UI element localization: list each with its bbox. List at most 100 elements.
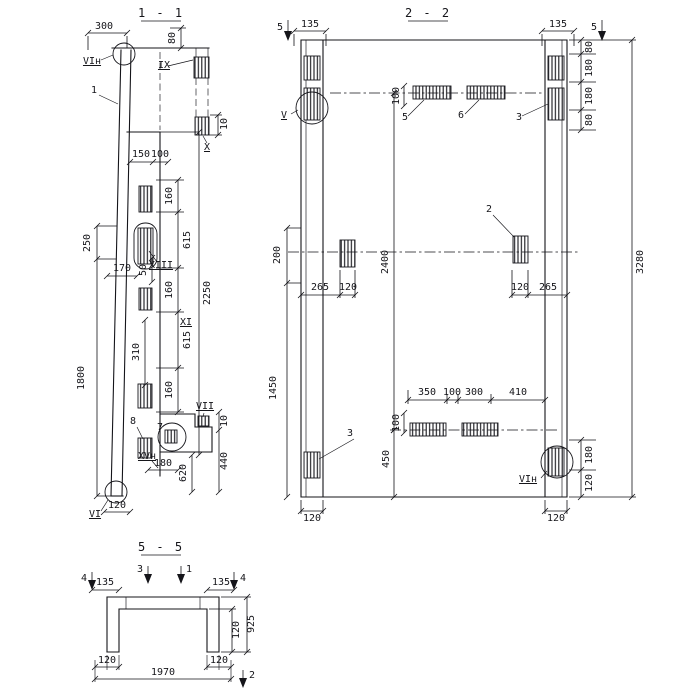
leader-lines [98, 54, 208, 512]
dim-label: 120 [210, 655, 228, 666]
dim-label: 350 [418, 387, 436, 398]
channel-inner-outline [118, 608, 208, 653]
section-mark-3: 3 [137, 564, 143, 575]
section-mark-2: 2 [249, 670, 255, 681]
rebar-hatch [138, 287, 153, 311]
dim-label: 1450 [268, 376, 279, 400]
dim-label: 440 [219, 452, 230, 470]
section-mark-4: 4 [240, 573, 246, 584]
part-mark-3: 3 [516, 112, 522, 123]
dim-label: 100 [391, 414, 402, 432]
dimension-lines [297, 500, 327, 515]
part-mark-3: 3 [347, 428, 353, 439]
dim-label: 160 [164, 281, 175, 299]
dim-label: 180 [584, 59, 595, 77]
detail-label-VIn: VIн [519, 474, 537, 485]
dimension-lines [126, 158, 172, 166]
rebar-hatch [339, 239, 356, 268]
section-mark-5: 5 [591, 22, 597, 33]
section-arrow [284, 31, 292, 41]
section-title-1-1: 1 - 1 [138, 6, 184, 20]
dim-label: 100 [443, 387, 461, 398]
dimension-925 [221, 593, 251, 656]
dim-label: 200 [272, 246, 283, 264]
dimension-lines [290, 27, 330, 46]
dimension-lines [400, 82, 408, 110]
dim-label: 50 [138, 264, 149, 276]
rebar-hatch [193, 56, 210, 79]
dim-label: 150 [132, 149, 150, 160]
rebar-hatch [547, 55, 565, 81]
dimension-lines [84, 29, 131, 50]
dim-label: 120 [547, 513, 565, 524]
rebar-hatch [303, 87, 321, 121]
section-arrow [239, 678, 247, 688]
section-mark-4: 4 [81, 573, 87, 584]
dimension-overall-2250 [160, 128, 203, 459]
part-mark-7: 7 [157, 422, 163, 433]
section-1-1: 1 - 1 [76, 6, 230, 520]
dimension-chain-left [93, 222, 117, 500]
channel-outer-outline [106, 596, 220, 653]
dim-label: 2250 [202, 281, 213, 305]
dim-label: 135 [96, 577, 114, 588]
dim-label: 100 [391, 87, 402, 105]
rebar-hatch [412, 85, 452, 100]
section-arrow [88, 580, 96, 590]
dim-label: 615 [182, 331, 193, 349]
dimension-450 [390, 426, 398, 501]
dim-label: 120 [98, 655, 116, 666]
detail-label-VIn: VIн [83, 56, 101, 67]
section-arrow [230, 580, 238, 590]
dimension-chain-left [283, 224, 301, 501]
part-mark-8: 8 [130, 416, 136, 427]
section-arrow [177, 574, 185, 584]
detail-circle [157, 422, 187, 452]
extension-lines [569, 53, 596, 131]
dim-label: 300 [95, 21, 113, 32]
dim-label: 80 [167, 32, 178, 44]
dim-label: 120 [108, 500, 126, 511]
dim-label: 925 [246, 615, 257, 633]
dimension-lines [141, 316, 149, 389]
dim-label: 620 [178, 464, 189, 482]
centerlines [288, 92, 580, 431]
section-arrow [144, 574, 152, 584]
detail-label-V: V [281, 110, 287, 121]
section-cut-lines [91, 566, 235, 582]
dimension-2400 [390, 89, 398, 434]
web-joint-lines [125, 597, 201, 609]
rebar-hatch [194, 116, 210, 136]
dimension-lines [103, 272, 141, 280]
dimension-overall-3280 [569, 36, 636, 501]
panel-outline [300, 39, 568, 498]
dimension-lines [400, 409, 408, 437]
section-2-2: 2 - 2 [268, 6, 646, 524]
dim-label: 1800 [76, 366, 87, 390]
leader-lines [290, 99, 549, 479]
dim-label: 265 [539, 282, 557, 293]
dim-label: 80 [584, 114, 595, 126]
section-arrow [598, 31, 606, 41]
dim-label: 120 [511, 282, 529, 293]
dim-label: 3280 [635, 250, 646, 274]
part-mark-1: 1 [91, 85, 97, 96]
dim-label: 120 [303, 513, 321, 524]
column-inner-face [322, 39, 546, 498]
dimension-lines [541, 500, 571, 515]
detail-circle [104, 480, 128, 504]
rebar-hatch [137, 437, 153, 459]
section-mark-5: 5 [277, 22, 283, 33]
detail-label-XVn: XVн [138, 451, 156, 462]
dim-label: 120 [584, 474, 595, 492]
dim-label: 450 [381, 450, 392, 468]
part-mark-6: 6 [458, 110, 464, 121]
dim-label: 160 [164, 381, 175, 399]
detail-label-VII: VII [196, 401, 214, 412]
dim-label: 170 [113, 263, 131, 274]
extension-lines [94, 655, 232, 682]
